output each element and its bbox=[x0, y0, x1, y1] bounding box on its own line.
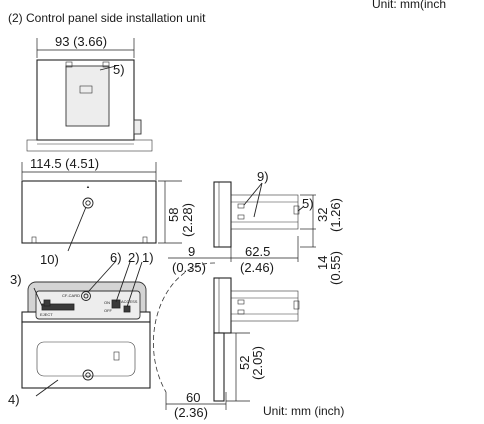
side-open-door bbox=[213, 332, 225, 402]
side-height-mm: 32 bbox=[315, 208, 330, 222]
top-side-connector bbox=[133, 119, 142, 135]
callout-1-leader bbox=[126, 261, 143, 308]
door-swing-arc bbox=[153, 262, 216, 393]
front-triangle-mark: ▲ bbox=[86, 184, 90, 189]
door-height-in: (2.05) bbox=[250, 346, 265, 380]
lower-mm: 14 bbox=[315, 256, 330, 270]
front-screw-outer bbox=[82, 197, 94, 209]
front-height-in: (2.28) bbox=[180, 203, 195, 237]
side-open-connector bbox=[293, 300, 300, 310]
off-label: OFF bbox=[104, 308, 113, 313]
callout-5-side-leader bbox=[297, 206, 304, 212]
side-open-slot-upper bbox=[237, 299, 245, 305]
front-height-mm: 58 bbox=[166, 208, 181, 222]
offset-in: (0.35) bbox=[172, 260, 206, 275]
top-view: 93 (3.66) 5) bbox=[26, 34, 153, 152]
door-view: 4) bbox=[8, 321, 151, 407]
panel-screw-outer bbox=[81, 291, 91, 301]
front-view-body bbox=[21, 180, 157, 244]
top-tab-right bbox=[102, 61, 110, 68]
side-slot-lower bbox=[237, 214, 245, 220]
front-foot-left bbox=[31, 236, 37, 244]
door-swing-mm: 60 bbox=[186, 390, 200, 405]
top-hinge-cover bbox=[65, 65, 110, 127]
callout-9: 9) bbox=[257, 169, 269, 184]
callout-5-top-leader bbox=[99, 65, 117, 71]
access-label: ACCESS bbox=[121, 299, 138, 304]
callout-6-leader bbox=[87, 260, 117, 293]
callout-5-top: 5) bbox=[113, 62, 125, 77]
side-depth-in: (2.46) bbox=[240, 260, 274, 275]
side-panel bbox=[213, 181, 232, 248]
panel-screw-inner bbox=[83, 293, 89, 299]
callout-4-leader bbox=[35, 379, 59, 397]
callout-2: 2) bbox=[128, 250, 140, 265]
door-screw-outer bbox=[82, 369, 94, 381]
callout-3-leader bbox=[33, 287, 43, 307]
front-foot-right bbox=[142, 236, 148, 244]
top-width-label: 93 (3.66) bbox=[55, 34, 107, 49]
side-height-in: (1.26) bbox=[328, 198, 343, 232]
callout-10: 10) bbox=[40, 252, 59, 267]
side-open-housing bbox=[230, 290, 299, 322]
section-title: (2) Control panel side installation unit bbox=[8, 11, 206, 25]
open-panel-face bbox=[35, 290, 141, 320]
side-view: 9) 5) 32 (1.26) 14 (0.55) 62.5 (2.46) 9 … bbox=[168, 169, 343, 285]
side-open-view: 52 (2.05) 60 (2.36) bbox=[153, 262, 300, 420]
top-view-flange bbox=[26, 139, 153, 152]
front-view: 114.5 (4.51) ▲ 10) 58 (2.28) bbox=[21, 156, 195, 267]
front-width-label: 114.5 (4.51) bbox=[30, 156, 99, 171]
callout-9-leader-1 bbox=[243, 182, 263, 206]
top-latch bbox=[79, 85, 93, 94]
unit-note: Unit: mm (inch) bbox=[263, 404, 344, 418]
side-open-panel bbox=[213, 277, 232, 334]
lower-in: (0.55) bbox=[328, 251, 343, 285]
on-label: ON bbox=[104, 300, 110, 305]
callout-1: 1) bbox=[142, 250, 154, 265]
callout-2-leader bbox=[115, 261, 131, 303]
corner-unit-label: Unit: mm(inch bbox=[372, 0, 446, 11]
on-off-switch bbox=[111, 299, 121, 309]
door-latch bbox=[113, 351, 120, 361]
side-slot-upper bbox=[237, 203, 245, 209]
callout-9-leader-2 bbox=[253, 182, 263, 218]
door-screw-inner bbox=[85, 372, 91, 378]
door-swing-in: (2.36) bbox=[174, 405, 208, 420]
callout-10-leader bbox=[67, 206, 87, 252]
open-panel-view: CF-CARD EJECT ON OFF ACCESS 3) 6) 2) 1) bbox=[10, 250, 154, 331]
callout-4: 4) bbox=[8, 392, 20, 407]
front-screw-inner bbox=[85, 200, 91, 206]
side-housing bbox=[230, 194, 299, 230]
side-depth-mm: 62.5 bbox=[245, 244, 270, 259]
callout-5-side: 5) bbox=[302, 196, 314, 211]
eject-label: EJECT bbox=[40, 312, 53, 317]
offset-mm: 9 bbox=[188, 244, 195, 259]
door-body bbox=[21, 321, 151, 389]
card-slot bbox=[41, 303, 75, 311]
door-height-mm: 52 bbox=[237, 356, 252, 370]
card-label: CF-CARD bbox=[62, 293, 80, 298]
callout-3: 3) bbox=[10, 272, 22, 287]
eject-button bbox=[43, 299, 51, 307]
top-tab-left bbox=[65, 61, 73, 68]
callout-6: 6) bbox=[110, 250, 122, 265]
side-open-slot-lower bbox=[237, 309, 245, 315]
